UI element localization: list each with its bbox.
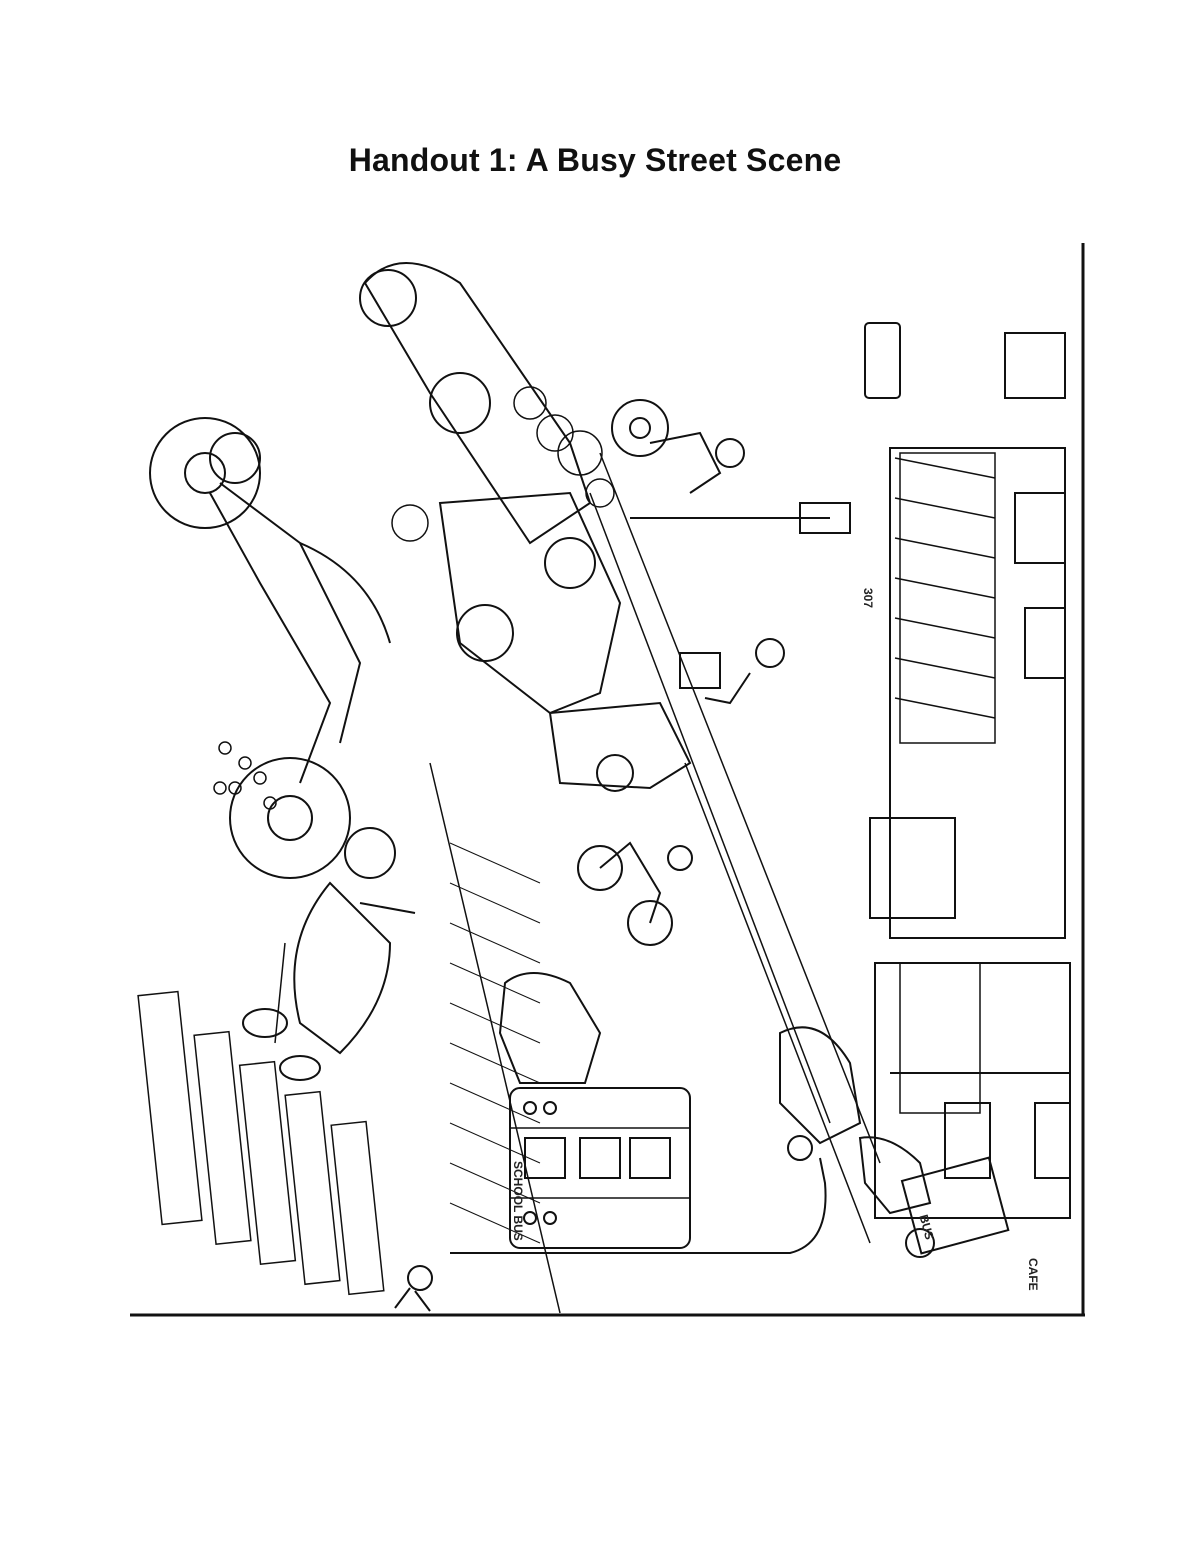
traffic-light [630, 502, 851, 534]
woman-with-dogs [213, 741, 416, 1081]
street-scene-illustration: SCHOOL BUS BUS CAFE 307 [130, 243, 1085, 1318]
building-number: 307 [861, 588, 875, 609]
crashed-cars [359, 262, 692, 792]
small-car [779, 1026, 862, 1145]
crosswalk [137, 990, 385, 1296]
wheelchair-person [611, 399, 745, 494]
street-lamp [450, 1135, 827, 1254]
smoke-puffs [391, 386, 615, 542]
road-hatching [449, 842, 541, 1244]
child-on-sidewalk [394, 1265, 433, 1312]
curb-lines [429, 452, 881, 1314]
school-bus-sign: SCHOOL BUS [511, 1161, 525, 1241]
motorcycle-rider [149, 417, 391, 879]
page-title: Handout 1: A Busy Street Scene [348, 142, 842, 178]
school-bus [509, 1087, 691, 1249]
delivery-truck [858, 1136, 1010, 1258]
cafe-sign: CAFE [1026, 1258, 1040, 1291]
pedestrian-with-stroller [679, 638, 785, 705]
buildings [864, 322, 1071, 1219]
parked-car [498, 972, 602, 1084]
cyclist [577, 841, 693, 946]
